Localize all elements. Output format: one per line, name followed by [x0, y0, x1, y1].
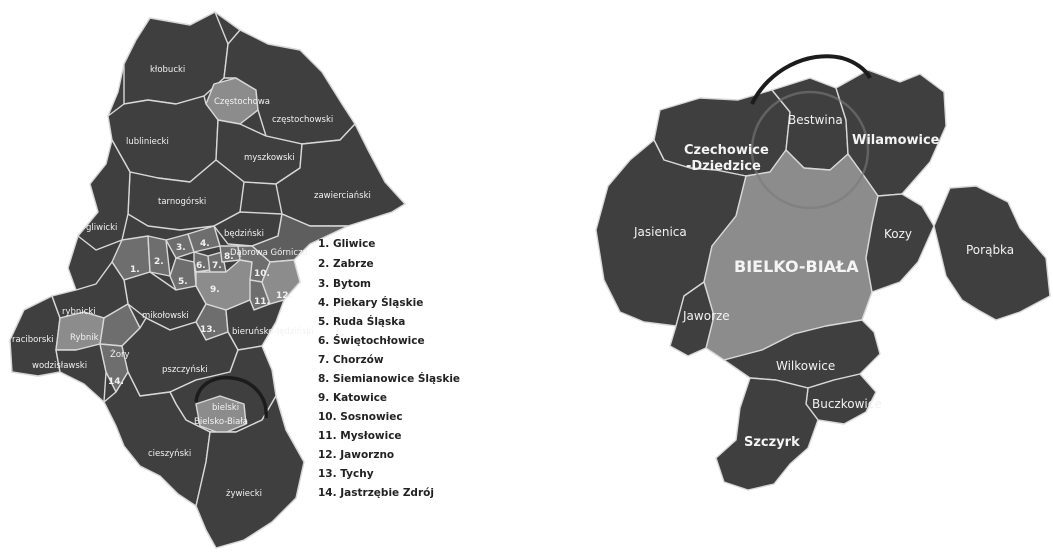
city-number-6: 6. [196, 261, 206, 271]
city-number-14: 14. [108, 377, 124, 387]
county-detail-map: Czechowice -Dziedzice Bestwina Wilamowic… [595, 54, 1051, 491]
highlight-arc-right [750, 54, 872, 105]
legend-item-14: 14. Jastrzębie Zdrój [318, 487, 434, 499]
label-gliwicki: gliwicki [86, 223, 117, 233]
label-buczkowice: Buczkowice [812, 397, 882, 411]
region-szczyrk [715, 377, 819, 491]
legend-item-6: 6. Świętochłowice [318, 334, 425, 347]
label-zory: Żory [110, 349, 130, 360]
city-number-9: 9. [210, 285, 220, 295]
legend-item-7: 7. Chorzów [318, 354, 384, 366]
region-bielsko [195, 395, 247, 435]
label-raciborski: raciborski [12, 335, 54, 345]
label-cieszynski: cieszyński [148, 449, 191, 459]
label-czechowice-line1: Czechowice [684, 143, 769, 158]
city-number-11: 11. [254, 297, 270, 307]
label-porabka: Porąbka [966, 243, 1014, 257]
region-zawiercianski [275, 123, 406, 227]
legend-item-8: 8. Siemianowice Śląskie [318, 372, 460, 385]
label-bielsko-biala: BIELKO-BIAŁA [734, 257, 859, 276]
region-jaworze [669, 281, 715, 357]
legend-item-4: 4. Piekary Śląskie [318, 296, 423, 309]
label-bestwina: Bestwina [788, 113, 843, 127]
label-jaworze: Jaworze [682, 309, 730, 323]
label-wilkowice: Wilkowice [776, 359, 835, 373]
label-zawiercianski: zawierciański [314, 191, 371, 201]
label-bierunsko: bieruńsko-lędziński [232, 327, 314, 337]
legend-item-3: 3. Bytom [318, 278, 371, 290]
city-number-2: 2. [154, 257, 164, 267]
legend-item-2: 2. Zabrze [318, 258, 374, 270]
label-kozy: Kozy [884, 227, 912, 241]
label-tarnogorski: tarnogórski [158, 196, 206, 207]
label-myszkowski: myszkowski [244, 153, 295, 163]
label-pszczynski: pszczyński [162, 365, 208, 375]
label-rybnik: Rybnik [70, 333, 99, 343]
legend-item-12: 12. Jaworzno [318, 449, 394, 461]
city-number-4: 4. [200, 239, 210, 249]
label-wodzislawski: wodzisławski [32, 361, 87, 371]
city-number-8: 8. [224, 252, 234, 262]
label-bielski: bielski [212, 403, 239, 413]
region-swietochlowice [193, 251, 211, 273]
city-number-13: 13. [200, 325, 216, 335]
legend-item-13: 13. Tychy [318, 468, 374, 480]
region-zywiecki [195, 395, 305, 549]
region-kozy [865, 193, 935, 293]
region-ruda [169, 257, 197, 291]
label-czestochowa: Częstochowa [214, 97, 270, 107]
legend-item-10: 10. Sosnowiec [318, 411, 403, 423]
label-czechowice-line2: -Dziedzice [686, 159, 761, 174]
city-number-10: 10. [254, 269, 270, 279]
label-mikolowski: mikołowski [142, 311, 189, 321]
label-wilamowice: Wilamowice [852, 133, 940, 148]
legend-item-1: 1. Gliwice [318, 238, 375, 250]
label-bedzinski: będziński [224, 229, 264, 239]
region-porabka [933, 185, 1051, 321]
city-number-1: 1. [130, 265, 140, 275]
city-number-5: 5. [178, 277, 188, 287]
voivodeship-map: kłobucki Częstochowa częstochowski lubli… [9, 11, 406, 549]
label-lubliniecki: lubliniecki [126, 137, 169, 147]
label-klobucki: kłobucki [150, 65, 185, 75]
legend-item-11: 11. Mysłowice [318, 430, 402, 442]
region-gliwicki [77, 139, 131, 251]
city-number-12: 12. [276, 291, 292, 301]
label-bielsko: Bielsko-Biała [194, 417, 248, 427]
label-jasienica: Jasienica [633, 225, 687, 239]
region-wodzislawski [55, 343, 107, 403]
label-dabrowa: Dąbrowa Górnicza [230, 247, 308, 258]
label-rybnicki: rybnicki [62, 307, 96, 317]
highlight-circle-right [750, 90, 870, 210]
legend-item-9: 9. Katowice [318, 392, 387, 404]
city-number-7: 7. [212, 261, 222, 271]
city-number-3: 3. [176, 243, 186, 253]
label-szczyrk: Szczyrk [744, 435, 800, 450]
label-czestochowski: częstochowski [272, 115, 333, 125]
label-zywiecki: żywiecki [226, 489, 262, 499]
city-legend: 1. Gliwice 2. Zabrze 3. Bytom 4. Piekary… [318, 238, 460, 499]
highlight-arc-left [194, 375, 268, 419]
legend-item-5: 5. Ruda Śląska [318, 315, 405, 328]
